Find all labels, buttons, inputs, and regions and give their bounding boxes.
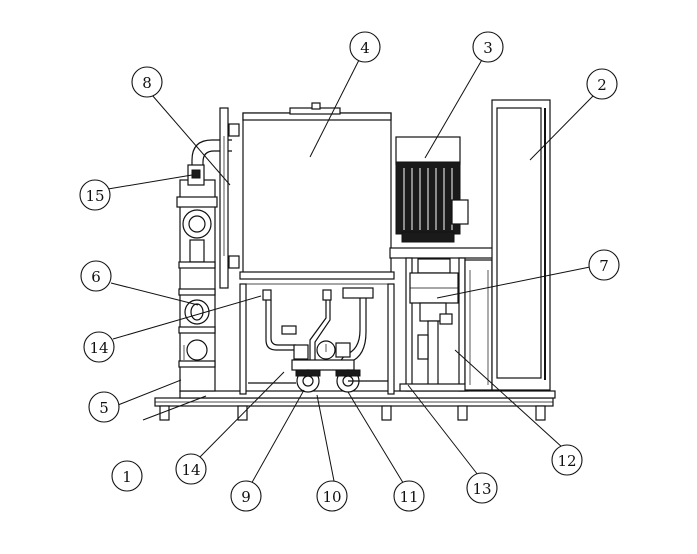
callout-9-label: 9 [241,488,251,506]
level-gauge [219,107,240,289]
callout-12: 12 [551,444,583,476]
callout-9: 9 [230,480,262,512]
callout-14-lower: 14 [175,453,207,485]
callout-15: 15 [79,179,111,211]
callout-3-label: 3 [483,39,493,57]
callout-3: 3 [472,31,504,63]
callout-5: 5 [88,391,120,423]
leader-lines [107,57,594,487]
callout-2-label: 2 [597,76,607,94]
callout-13-label: 13 [472,480,491,498]
callout-12-label: 12 [557,452,576,470]
callout-8: 8 [131,66,163,98]
control-cabinet [491,99,551,391]
callout-8-label: 8 [142,74,152,92]
base-skid [154,390,556,421]
callout-7-label: 7 [599,257,609,275]
callout-4-label: 4 [360,39,370,57]
callout-15-label: 15 [85,187,104,205]
callout-4: 4 [349,31,381,63]
callout-1: 1 [111,460,143,492]
callout-14-upper: 14 [83,331,115,363]
callout-11: 11 [393,480,425,512]
callout-7: 7 [588,249,620,281]
callout-10-label: 10 [322,488,341,506]
pump-assembly [399,257,493,392]
callout-6: 6 [80,260,112,292]
callout-13: 13 [466,472,498,504]
column-assembly [176,139,232,392]
callout-14-lower-label: 14 [181,461,200,479]
callout-10: 10 [316,480,348,512]
callout-5-label: 5 [99,399,109,417]
callout-1-label: 1 [122,468,132,486]
callout-2: 2 [586,68,618,100]
callout-11-label: 11 [399,488,418,506]
callout-14-upper-label: 14 [89,339,108,357]
lower-piping [248,287,388,393]
motor [389,136,495,259]
callout-6-label: 6 [91,268,101,286]
tank [239,102,395,395]
